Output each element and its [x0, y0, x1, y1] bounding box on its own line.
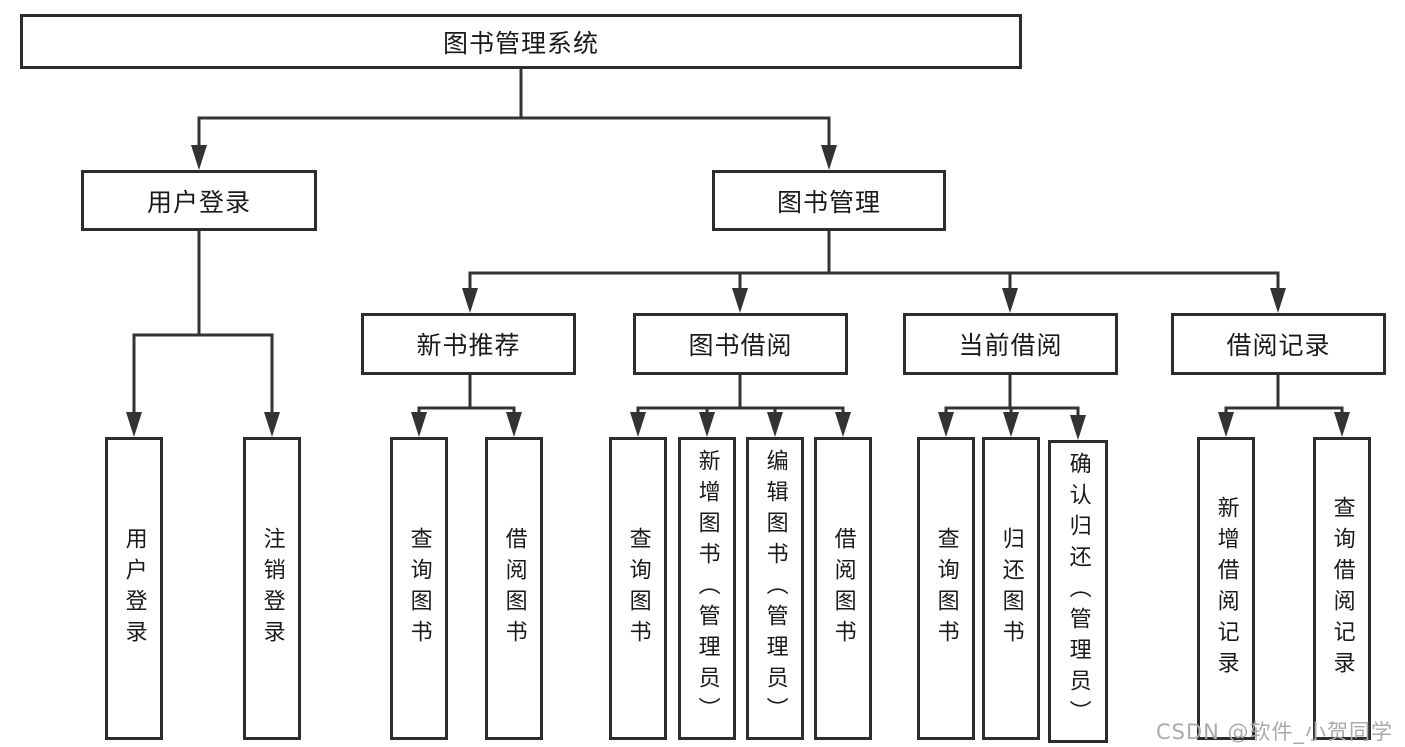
leaf-cb-confirm-return-admin-label: 确认归还（管理员） [1065, 452, 1091, 731]
leaf-bb-query-books-label: 查询图书 [625, 526, 651, 651]
leaf-nbr-query-books: 查询图书 [390, 437, 448, 740]
csdn-watermark: CSDN @软件_小贺同学 [1156, 720, 1394, 744]
leaf-logout: 注销登录 [243, 437, 301, 740]
leaf-nbr-query-books-label: 查询图书 [406, 526, 432, 651]
leaf-bb-borrow-books: 借阅图书 [814, 437, 872, 740]
leaf-cb-confirm-return-admin: 确认归还（管理员） [1048, 440, 1108, 743]
leaf-cb-query-books-label: 查询图书 [933, 526, 959, 651]
leaf-br-query-record-label: 查询借阅记录 [1329, 495, 1355, 682]
node-new-book-recommend: 新书推荐 [361, 313, 576, 375]
leaf-logout-label: 注销登录 [259, 526, 285, 651]
leaf-br-query-record: 查询借阅记录 [1313, 437, 1371, 740]
leaf-nbr-borrow-books: 借阅图书 [485, 437, 543, 740]
leaf-user-login: 用户登录 [105, 437, 163, 740]
leaf-cb-return-books-label: 归还图书 [998, 526, 1024, 651]
leaf-bb-edit-book-admin-label: 编辑图书（管理员） [762, 449, 788, 728]
leaf-user-login-label: 用户登录 [121, 526, 147, 651]
leaf-br-add-record-label: 新增借阅记录 [1213, 495, 1239, 682]
node-user-login: 用户登录 [81, 170, 317, 231]
leaf-bb-query-books: 查询图书 [609, 437, 667, 740]
node-borrow-record: 借阅记录 [1171, 313, 1386, 375]
leaf-bb-add-book-admin: 新增图书（管理员） [678, 437, 736, 740]
node-book-borrow: 图书借阅 [633, 313, 848, 375]
leaf-bb-edit-book-admin: 编辑图书（管理员） [746, 437, 804, 740]
leaf-br-add-record: 新增借阅记录 [1197, 437, 1255, 740]
leaf-bb-add-book-admin-label: 新增图书（管理员） [694, 449, 720, 728]
leaf-bb-borrow-books-label: 借阅图书 [830, 526, 856, 651]
leaf-nbr-borrow-books-label: 借阅图书 [501, 526, 527, 651]
node-current-borrow: 当前借阅 [903, 313, 1118, 375]
node-book-management: 图书管理 [712, 170, 946, 231]
leaf-cb-return-books: 归还图书 [982, 437, 1040, 740]
node-root: 图书管理系统 [20, 14, 1022, 69]
leaf-cb-query-books: 查询图书 [917, 437, 975, 740]
